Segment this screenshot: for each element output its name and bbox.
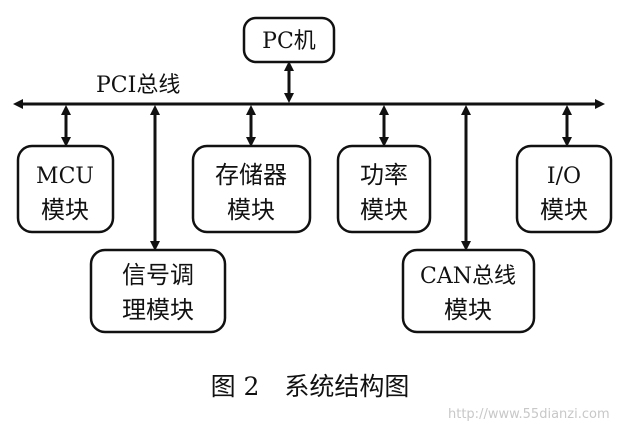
mcu-module-label-1: MCU [36,164,94,189]
figure-caption: 图 2 系统结构图 [211,372,410,401]
mcu-module-box [16,144,115,234]
pci-bus-label: PCI总线 [96,73,180,98]
can-module-label-2: 模块 [444,296,492,324]
watermark-url: http://www.55dianzi.com [448,407,610,422]
power-module-label-2: 模块 [360,196,408,224]
can-module-box [401,248,536,334]
can-module-label-1: CAN总线 [420,264,516,289]
io-module-label-2: 模块 [540,196,588,224]
signal-module-label-1: 信号调 [122,261,194,289]
power-module-box [336,144,432,234]
memory-module-box [191,144,312,234]
signal-module-box [89,248,227,334]
mcu-module-label-2: 模块 [41,196,89,224]
io-module-box [515,144,613,234]
power-module-label-1: 功率 [360,161,408,189]
memory-module-label-2: 模块 [227,196,275,224]
signal-module-label-2: 理模块 [122,296,194,324]
pc-label: PC机 [262,29,316,54]
io-module-label-1: I/O [547,164,581,189]
memory-module-label-1: 存储器 [215,161,287,189]
